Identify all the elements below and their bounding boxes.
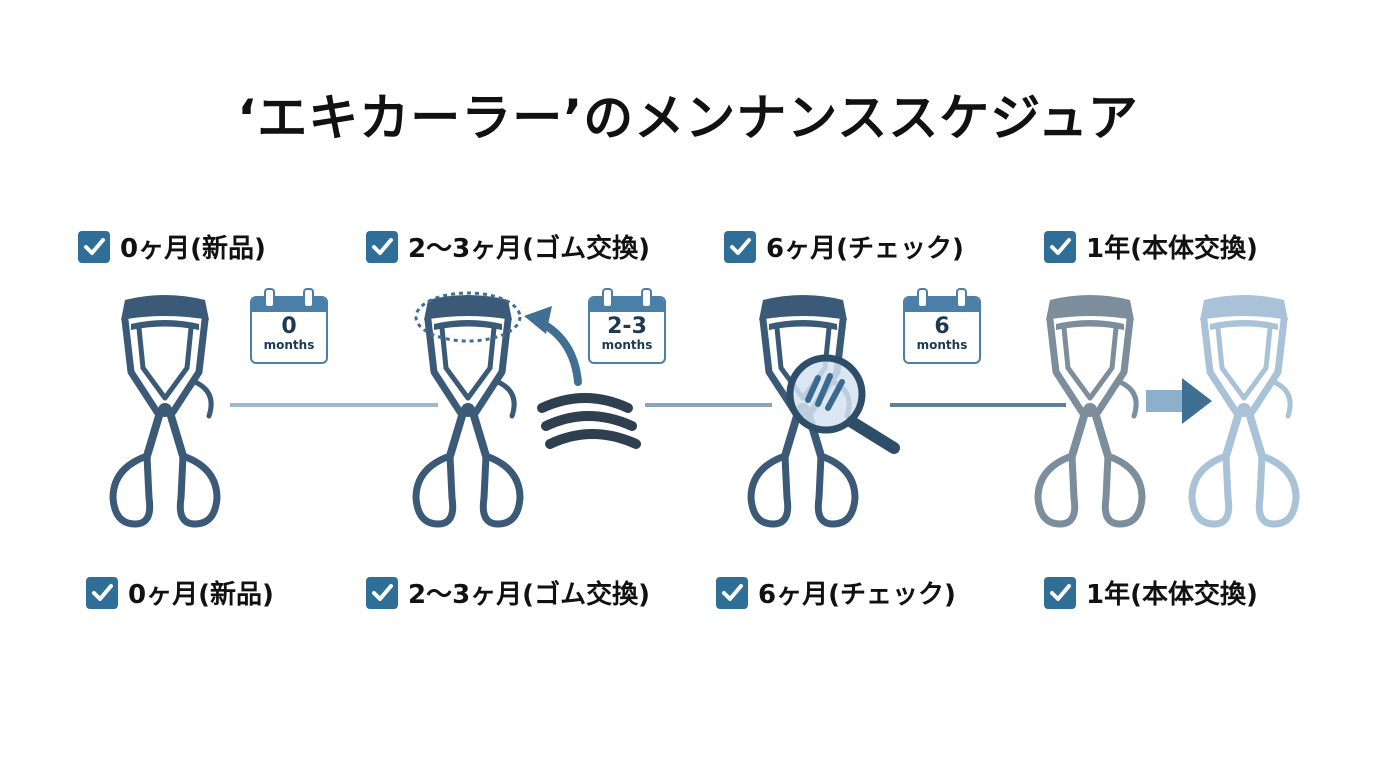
top-label-new: 0ヶ月(新品) — [78, 228, 266, 265]
calendar-unit: months — [263, 338, 315, 352]
check-icon — [86, 576, 118, 609]
check-icon — [78, 230, 110, 263]
calendar-icon-0: 0 months — [250, 286, 328, 364]
curved-arrow-head — [524, 306, 552, 334]
top-label-replace: 1年(本体交換) — [1044, 228, 1258, 265]
highlight-ring — [414, 291, 522, 343]
calendar-icon-2-3: 2-3 months — [588, 286, 666, 364]
calendar-number: 0 — [281, 314, 297, 339]
calendar-icon-6: 6 months — [903, 286, 981, 364]
check-icon — [366, 230, 398, 263]
top-label-check: 6ヶ月(チェック) — [724, 228, 964, 265]
top-label-new-text: 0ヶ月(新品) — [120, 234, 266, 264]
eyelash-curler-icon — [416, 295, 520, 524]
bottom-label-new-text: 0ヶ月(新品) — [128, 580, 274, 610]
top-label-check-text: 6ヶ月(チェック) — [766, 234, 964, 264]
calendar-number: 6 — [934, 314, 950, 339]
bottom-label-check: 6ヶ月(チェック) — [716, 574, 956, 611]
top-label-replace-text: 1年(本体交換) — [1086, 234, 1258, 264]
bottom-label-rubber-text: 2〜3ヶ月(ゴム交換) — [408, 580, 650, 610]
check-icon — [716, 576, 748, 609]
magnifier-icon — [786, 354, 900, 454]
check-icon — [366, 576, 398, 609]
top-label-rubber: 2〜3ヶ月(ゴム交換) — [366, 228, 650, 265]
bottom-label-check-text: 6ヶ月(チェック) — [758, 580, 956, 610]
calendar-unit: months — [601, 338, 653, 352]
calendar-number: 2-3 — [607, 314, 647, 339]
eyelash-curler-icon — [1192, 295, 1296, 524]
check-icon — [724, 230, 756, 263]
right-arrow-icon — [1146, 378, 1212, 424]
rubber-pad-icon — [537, 393, 641, 449]
bottom-label-new: 0ヶ月(新品) — [86, 574, 274, 611]
page-title: ‘エキカーラー’のメンナンススケジュア — [237, 89, 1139, 147]
check-icon — [1044, 576, 1076, 609]
top-label-rubber-text: 2〜3ヶ月(ゴム交換) — [408, 234, 650, 264]
bottom-label-replace: 1年(本体交換) — [1044, 574, 1258, 611]
check-icon — [1044, 230, 1076, 263]
calendar-unit: months — [916, 338, 968, 352]
bottom-label-replace-text: 1年(本体交換) — [1086, 580, 1258, 610]
eyelash-curler-icon — [1038, 295, 1142, 524]
eyelash-curler-icon — [113, 295, 217, 524]
bottom-label-rubber: 2〜3ヶ月(ゴム交換) — [366, 574, 650, 611]
